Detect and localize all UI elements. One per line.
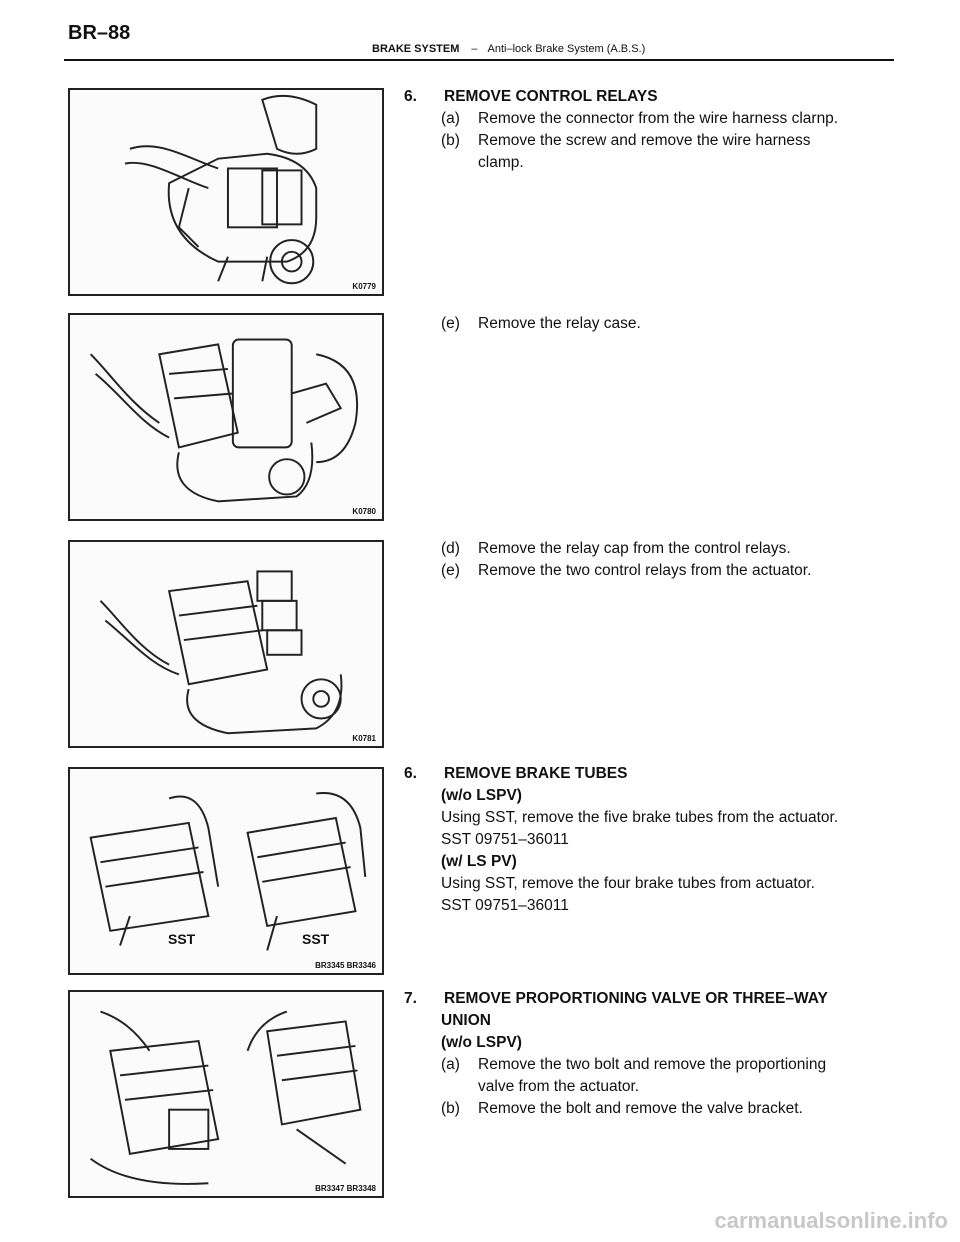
figure-k0781-illustration	[99, 570, 343, 735]
substep-a-continued: valve from the actuator.	[478, 1078, 640, 1095]
watermark: carmanualsonline.info	[714, 1208, 949, 1233]
substep-label: (d)	[441, 540, 460, 557]
figure-label-sst-left: SST	[168, 931, 196, 947]
step-remove-proportioning-valve: 7. REMOVE PROPORTIONING VALVE OR THREE–WA…	[404, 988, 828, 1010]
variant-label-wo-lspv: (w/o LSPV)	[441, 787, 522, 804]
figure-br3347-br3348-illustration	[90, 1010, 362, 1185]
figure-code: BR3347 BR3348	[315, 1184, 376, 1193]
substep-d: (d) Remove the relay cap from the control…	[441, 538, 791, 560]
substep-label: (b)	[441, 1100, 460, 1117]
step-title-continued: UNION	[441, 1012, 491, 1029]
figure-k0779-illustration	[124, 94, 318, 285]
tubes-sst-w: SST 09751–36011	[441, 897, 569, 914]
step-title: REMOVE BRAKE TUBES	[444, 765, 628, 782]
figure-code: K0781	[352, 734, 376, 743]
figure-code: K0780	[352, 507, 376, 516]
figure-code: BR3345 BR3346	[315, 961, 376, 970]
substep-text: Remove the relay cap from the control re…	[478, 540, 791, 557]
figure-br3345-br3346: SST SST BR3345 BR3346	[68, 767, 384, 975]
substep-b: (b) Remove the bolt and remove the valve …	[441, 1098, 803, 1120]
tubes-instruction-w: Using SST, remove the four brake tubes f…	[441, 875, 815, 892]
header-system: BRAKE SYSTEM	[372, 43, 460, 55]
substep-text: Remove the two bolt and remove the propo…	[478, 1056, 827, 1073]
tubes-instruction-wo: Using SST, remove the five brake tubes f…	[441, 809, 839, 826]
step-number: 6.	[404, 88, 417, 105]
substep-e: (e) Remove the two control relays from th…	[441, 560, 811, 582]
header-separator: –	[471, 43, 478, 55]
figure-k0780-illustration	[89, 338, 359, 503]
substep-label: (e)	[441, 315, 460, 332]
substep-text: Remove the connector from the wire harne…	[478, 110, 839, 127]
step-title: REMOVE PROPORTIONING VALVE OR THREE–WAY	[444, 990, 828, 1007]
step-remove-brake-tubes: 6. REMOVE BRAKE TUBES	[404, 763, 627, 785]
substep-label: (a)	[441, 110, 460, 127]
figure-k0780: K0780	[68, 313, 384, 521]
substep-text: Remove the relay case.	[478, 315, 641, 332]
figure-label-sst-right: SST	[302, 931, 330, 947]
step-remove-control-relays: 6. REMOVE CONTROL RELAYS	[404, 86, 658, 108]
tubes-sst-wo: SST 09751–36011	[441, 831, 569, 848]
substep-b-continued: clamp.	[478, 154, 524, 171]
header-subsystem: Anti–lock Brake System (A.B.S.)	[487, 43, 646, 55]
substep-label: (a)	[441, 1056, 460, 1073]
substep-label: (e)	[441, 562, 460, 579]
page-number: BR–88	[68, 22, 131, 44]
substep-text: Remove the bolt and remove the valve bra…	[478, 1100, 803, 1117]
step-number: 6.	[404, 765, 417, 782]
step-title: REMOVE CONTROL RELAYS	[444, 88, 658, 105]
figure-code: K0779	[352, 282, 376, 291]
header-rule	[64, 59, 894, 61]
variant-label-w-lspv: (w/ LS PV)	[441, 853, 517, 870]
variant-label-wo-lspv: (w/o LSPV)	[441, 1034, 522, 1051]
substep-text: Remove the screw and remove the wire har…	[478, 132, 811, 149]
figure-k0781: K0781	[68, 540, 384, 748]
substep-remove-relay-case: (e) Remove the relay case.	[441, 313, 641, 335]
substep-a: (a) Remove the two bolt and remove the pr…	[441, 1054, 826, 1076]
step-number: 7.	[404, 990, 417, 1007]
substep-a: (a) Remove the connector from the wire ha…	[441, 108, 838, 130]
page-header: BRAKE SYSTEM–Anti–lock Brake System (A.B…	[372, 43, 645, 55]
substep-b: (b) Remove the screw and remove the wire …	[441, 130, 811, 152]
substep-text: Remove the two control relays from the a…	[478, 562, 812, 579]
figure-br3347-br3348: BR3347 BR3348	[68, 990, 384, 1198]
figure-br3345-br3346-illustration	[89, 791, 367, 951]
figure-k0779: K0779	[68, 88, 384, 296]
substep-label: (b)	[441, 132, 460, 149]
